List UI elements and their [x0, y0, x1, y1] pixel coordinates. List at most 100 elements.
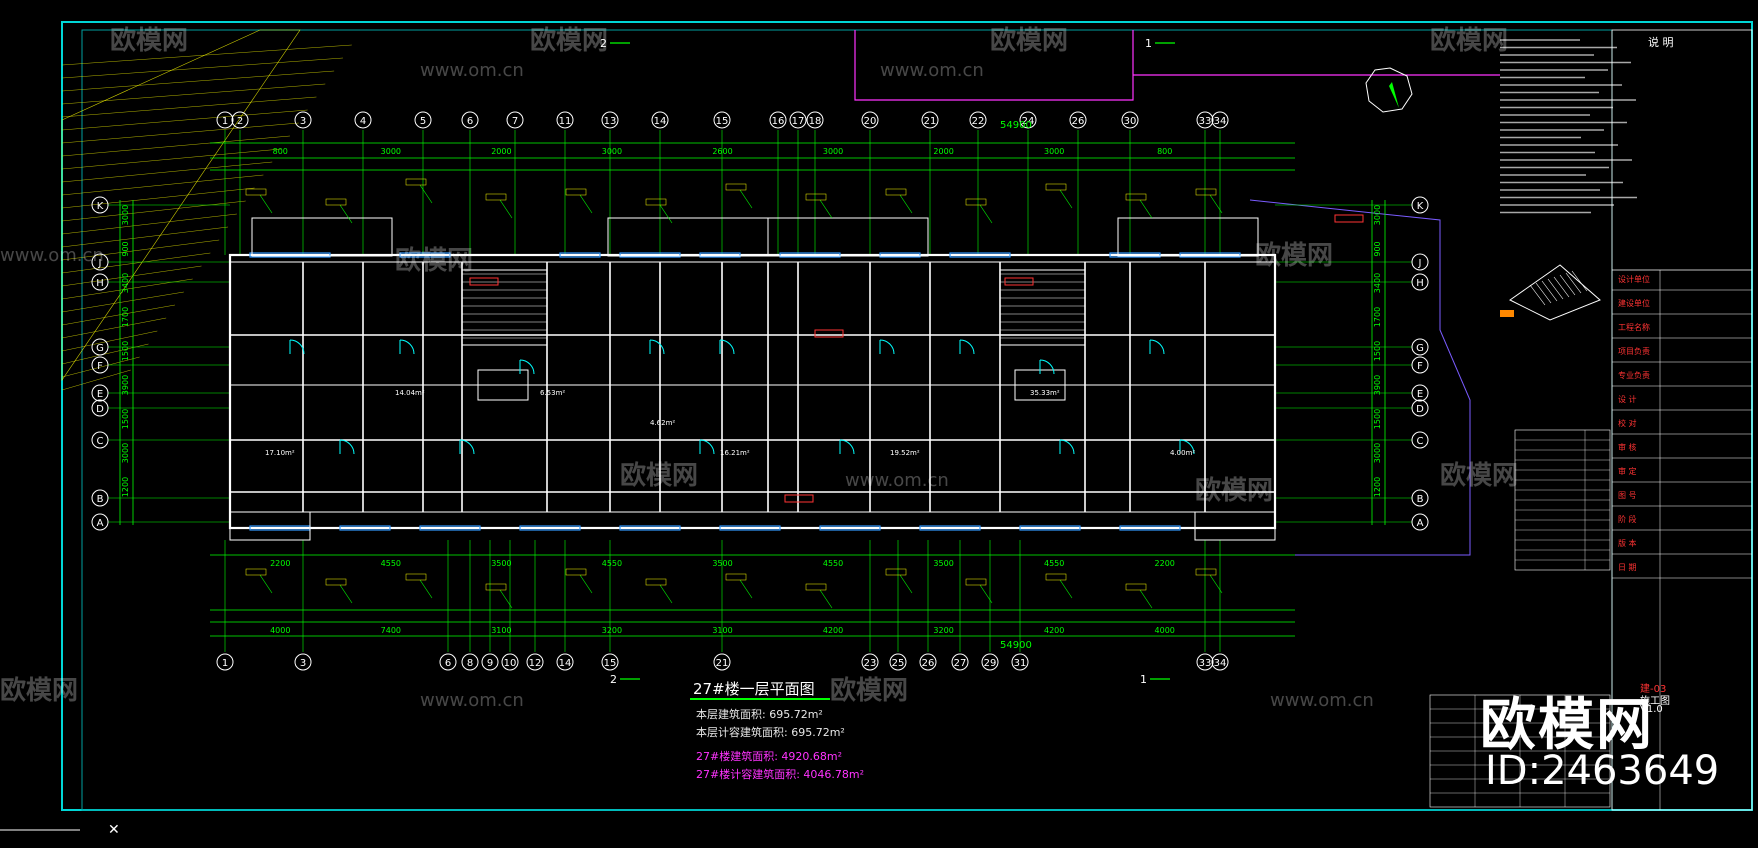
- area-note: 27#楼建筑面积: 4920.68m²: [696, 750, 843, 763]
- axis-bubble: [294, 653, 312, 671]
- window: [619, 525, 681, 531]
- axis-label: D: [1416, 404, 1424, 415]
- dimension-text: 2000: [933, 147, 953, 156]
- axis-bubble: [969, 111, 987, 129]
- tag: [1125, 193, 1147, 201]
- axis-label: 12: [529, 658, 542, 669]
- hatch-line: [61, 57, 343, 79]
- dimension-text: 2200: [1155, 559, 1175, 568]
- axis-bubble: [91, 399, 109, 417]
- dimension-text: 3000: [121, 443, 130, 463]
- axis-bubble: [769, 111, 787, 129]
- hatch-line: [61, 187, 255, 209]
- watermark-url: www.om.cn: [420, 60, 524, 81]
- axis-label: B: [97, 494, 104, 505]
- drawing-title-underline: [690, 698, 830, 700]
- axis-label: 13: [604, 116, 617, 127]
- dimension-text: 3200: [602, 626, 622, 635]
- leader: [819, 199, 833, 219]
- tag: [485, 193, 507, 201]
- axis-bubble: [601, 111, 619, 129]
- axis-label: 33: [1199, 658, 1212, 669]
- hatch-line: [61, 161, 273, 183]
- tag: [885, 188, 907, 196]
- axis-bubble: [1211, 653, 1229, 671]
- axis-label: 21: [924, 116, 937, 127]
- axis-label: E: [1417, 389, 1423, 400]
- watermark-url: www.om.cn: [845, 470, 949, 491]
- axis-bubble: [506, 111, 524, 129]
- window: [559, 252, 601, 258]
- axis-label: 17: [792, 116, 805, 127]
- axis-bubble: [354, 111, 372, 129]
- dimension-text: 4200: [823, 626, 843, 635]
- watermark-brand: 欧模网: [1255, 241, 1334, 271]
- axis-label: B: [1417, 494, 1424, 505]
- axis-bubble: [231, 111, 249, 129]
- axis-label: 15: [716, 116, 729, 127]
- dimension-text: 1500: [121, 341, 130, 361]
- windows: [249, 252, 1241, 531]
- watermark-brand: 欧模网: [620, 461, 699, 491]
- dimension-text: 800: [273, 147, 288, 156]
- door-swing: [839, 439, 855, 455]
- leader: [979, 584, 993, 604]
- key-plan-line: [1529, 284, 1546, 306]
- general-notes: [1500, 39, 1637, 214]
- dimension-text: 4550: [602, 559, 622, 568]
- axis-bubble: [91, 338, 109, 356]
- dimension-text: 3000: [1373, 443, 1382, 463]
- leader: [1209, 194, 1223, 214]
- axis-bubble: [951, 653, 969, 671]
- dimension-text: 3000: [823, 147, 843, 156]
- tag: [805, 193, 827, 201]
- axis-label: 18: [809, 116, 822, 127]
- window: [619, 252, 681, 258]
- dimension-text: 3000: [381, 147, 401, 156]
- hatch-line: [61, 369, 131, 391]
- section-mark: 2: [600, 37, 607, 50]
- axis-bubble: [1411, 273, 1429, 291]
- door-swing: [399, 339, 415, 355]
- watermark-url: www.om.cn: [1270, 690, 1374, 711]
- axis-label: 7: [512, 116, 518, 127]
- leader: [899, 194, 913, 214]
- hatch-line: [61, 343, 149, 365]
- window: [1019, 525, 1081, 531]
- room-area: 19.52m²: [890, 449, 920, 457]
- dimension-text: 3000: [602, 147, 622, 156]
- room-area: 4.00m²: [1170, 449, 1195, 457]
- axis-bubble: [481, 653, 499, 671]
- tag: [485, 583, 507, 591]
- tag: [885, 568, 907, 576]
- dimension-text: 3500: [933, 559, 953, 568]
- door-swing: [1149, 339, 1165, 355]
- hatch-line: [61, 356, 140, 378]
- stage-value: 施工图: [1640, 696, 1670, 707]
- axis-label: K: [1417, 201, 1424, 212]
- dimension-text: 900: [121, 241, 130, 256]
- axis-label: 14: [654, 116, 667, 127]
- stair-right-treads: [1000, 273, 1085, 339]
- window: [1179, 252, 1241, 258]
- axis-bubble: [216, 653, 234, 671]
- axis-bubble: [461, 653, 479, 671]
- leader: [739, 189, 753, 209]
- site-boundary: [854, 30, 1500, 101]
- window: [819, 525, 881, 531]
- dimension-text: 3500: [712, 559, 732, 568]
- axis-label: 9: [487, 658, 493, 669]
- axis-label: 1: [222, 116, 228, 127]
- axis-bubble: [1411, 513, 1429, 531]
- door-swing: [1179, 439, 1195, 455]
- drawing-number: 建-03: [1640, 684, 1667, 695]
- dimension-text: 1500: [1373, 409, 1382, 429]
- axis-bubble: [981, 653, 999, 671]
- axis-label: 1: [222, 658, 228, 669]
